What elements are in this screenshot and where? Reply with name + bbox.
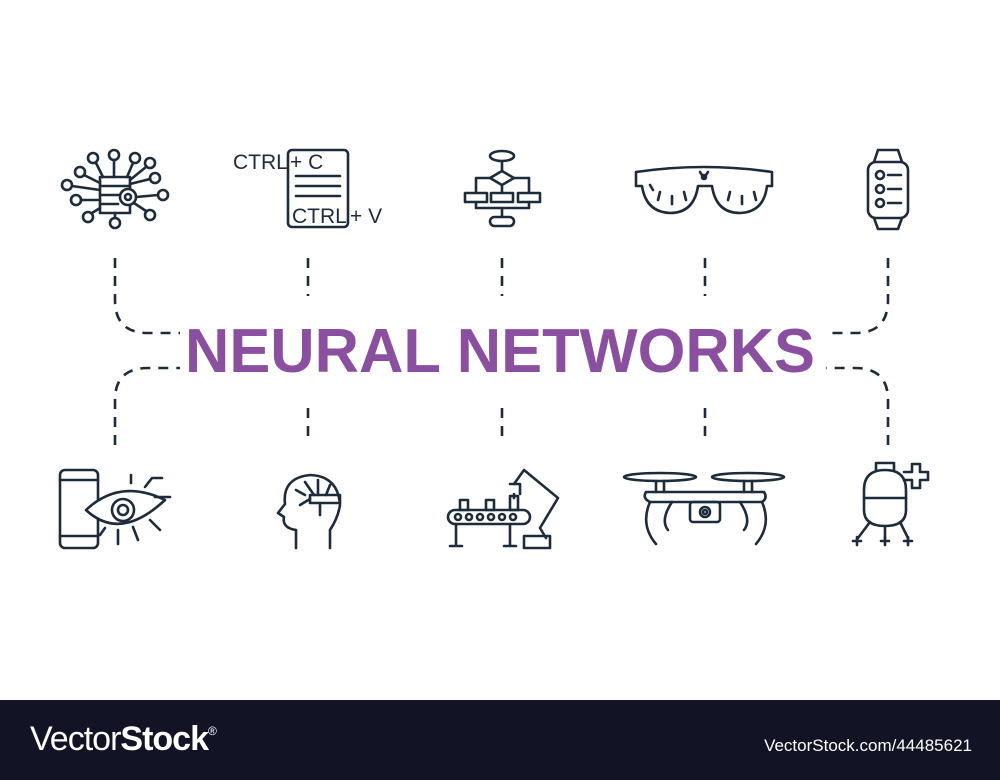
plus-v-label: + V xyxy=(350,205,382,228)
watermark-banner: VectorStock® VectorStock.com/44485621 xyxy=(0,700,1000,780)
smart-glasses-icon xyxy=(634,165,774,215)
illustration: NEURAL NETWORKS CTRL + C CTRL + V xyxy=(58,148,930,550)
ctrl-bottom-label: CTRL xyxy=(292,205,347,228)
conveyor-robot-arm-icon xyxy=(446,468,560,550)
phone-eye-circuit-icon xyxy=(58,468,172,550)
copy-paste-icon: CTRL + C CTRL + V xyxy=(233,148,382,229)
plus-c-label: + C xyxy=(290,151,323,174)
ai-head-icon xyxy=(276,473,342,550)
vectorstock-logo: VectorStock® xyxy=(30,720,217,758)
neural-network-gear-icon xyxy=(60,148,170,230)
flowchart-icon xyxy=(463,149,542,228)
nanobot-medical-icon xyxy=(851,461,930,547)
ctrl-top-label: CTRL xyxy=(233,151,288,174)
drone-icon xyxy=(622,471,786,546)
smartwatch-list-icon xyxy=(866,148,910,231)
image-credit: VectorStock.com/44485621 xyxy=(764,736,972,755)
page-title: NEURAL NETWORKS xyxy=(185,317,815,386)
dashed-connectors xyxy=(113,258,890,445)
